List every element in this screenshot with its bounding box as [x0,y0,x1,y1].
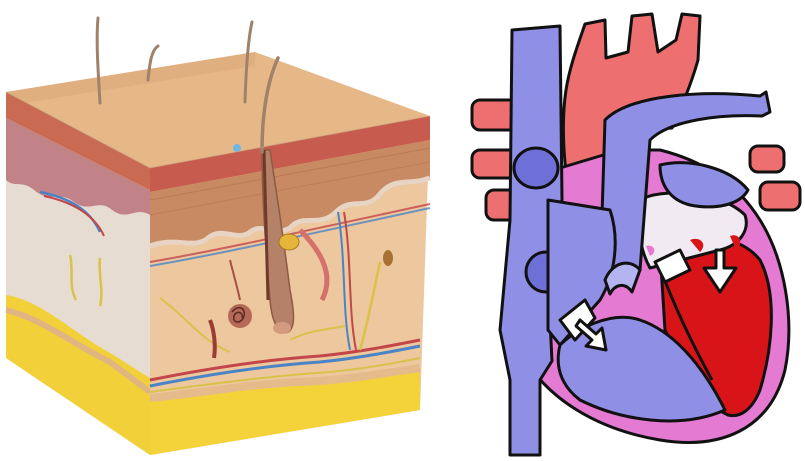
pulmonary-veins-right [750,146,800,210]
skin-front-face [150,116,430,455]
sebaceous-gland [279,234,299,250]
skin-block-panel [6,18,430,455]
heart-diagram-panel [472,14,800,455]
